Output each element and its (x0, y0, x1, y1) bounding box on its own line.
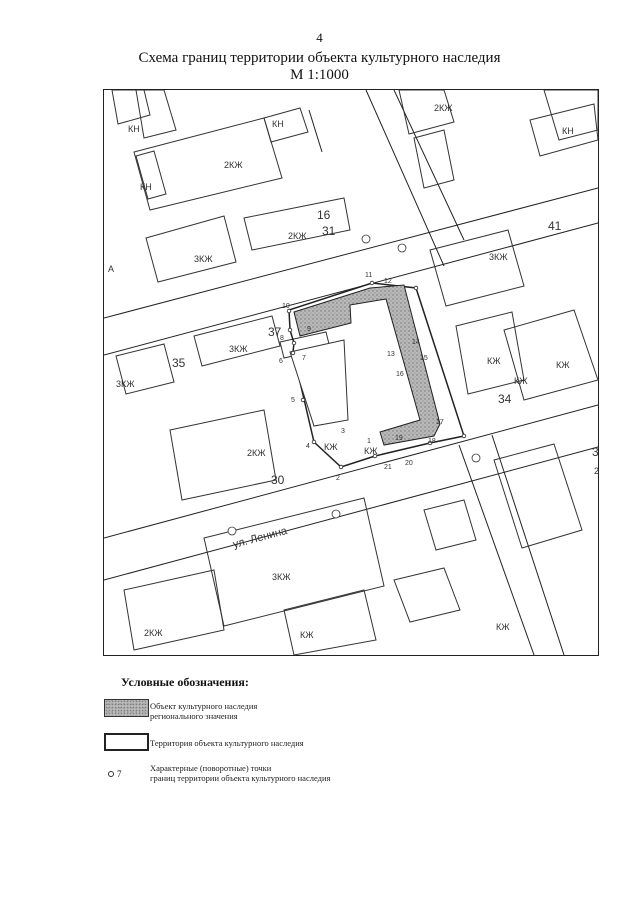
title-line-1: Схема границ территории объекта культурн… (138, 50, 501, 66)
svg-text:41: 41 (548, 219, 562, 233)
svg-text:3: 3 (592, 445, 598, 459)
svg-text:17: 17 (436, 419, 444, 426)
svg-text:5: 5 (291, 397, 295, 404)
title-scale: М 1:1000 (290, 67, 349, 83)
svg-text:3КЖ: 3КЖ (116, 379, 135, 389)
svg-text:3КЖ: 3КЖ (194, 254, 213, 264)
svg-text:КН: КН (272, 119, 284, 129)
road-signs (227, 234, 481, 536)
svg-text:2КЖ: 2КЖ (594, 466, 598, 476)
svg-text:7: 7 (302, 355, 306, 362)
svg-text:4: 4 (306, 443, 310, 450)
legend-item-heritage: Объект культурного наследия региональног… (150, 701, 258, 721)
svg-text:15: 15 (420, 355, 428, 362)
svg-text:2: 2 (336, 475, 340, 482)
svg-text:19: 19 (395, 435, 403, 442)
svg-text:35: 35 (172, 356, 186, 370)
building-3kzh-north (145, 215, 237, 283)
svg-text:11: 11 (365, 272, 372, 279)
heritage-territory-boundary (288, 282, 465, 468)
svg-text:10: 10 (282, 303, 290, 310)
legend-swatch-heritage (104, 699, 149, 717)
svg-text:А: А (108, 264, 114, 274)
legend-title: Условные обозначения: (121, 675, 249, 689)
svg-text:2КЖ: 2КЖ (434, 103, 453, 113)
svg-text:30: 30 (271, 473, 285, 487)
svg-text:13: 13 (387, 351, 395, 358)
svg-text:КЖ: КЖ (364, 446, 378, 456)
legend-point-symbol: 7 (108, 768, 130, 780)
svg-text:9: 9 (307, 326, 311, 333)
svg-text:2КЖ: 2КЖ (224, 160, 243, 170)
svg-text:3КЖ: 3КЖ (272, 572, 291, 582)
map-drawing: 1 2 3 4 5 6 7 8 9 10 11 12 13 14 15 16 1… (104, 90, 598, 655)
building-2kzh-south (169, 409, 277, 501)
svg-text:КН: КН (140, 182, 152, 192)
boundary-point-numbers: 1 2 3 4 5 6 7 8 9 10 11 12 13 14 15 16 1… (279, 272, 444, 482)
building-3kzh-south (203, 497, 385, 627)
svg-text:2КЖ: 2КЖ (288, 231, 307, 241)
building-2kzh-top (133, 117, 283, 211)
svg-text:18: 18 (428, 438, 436, 445)
svg-text:14: 14 (412, 339, 420, 346)
svg-text:КЖ: КЖ (324, 442, 338, 452)
svg-text:16: 16 (317, 208, 331, 222)
svg-text:8: 8 (280, 335, 284, 342)
svg-text:2КЖ: 2КЖ (144, 628, 163, 638)
legend-item-territory: Территория объекта культурного наследия (150, 738, 304, 748)
svg-text:37: 37 (268, 325, 282, 339)
buildings (111, 90, 598, 655)
svg-text:КЖ: КЖ (487, 356, 501, 366)
svg-text:20: 20 (405, 460, 413, 467)
street-lines (104, 90, 598, 655)
heritage-object (293, 284, 441, 446)
svg-text:КЖ: КЖ (514, 376, 528, 386)
svg-text:КЖ: КЖ (496, 622, 510, 632)
courtyard-building (289, 339, 349, 427)
point-dot-icon (108, 771, 114, 777)
svg-text:16: 16 (396, 371, 404, 378)
svg-text:1: 1 (367, 438, 371, 445)
svg-text:КН: КН (562, 126, 574, 136)
boundary-points (286, 280, 467, 470)
svg-text:31: 31 (322, 224, 336, 238)
legend-item-points: Характерные (поворотные) точки границ те… (150, 763, 331, 783)
house-numbers: 16 31 37 35 41 34 30 3 (172, 208, 598, 487)
svg-text:2КЖ: 2КЖ (247, 448, 266, 458)
svg-text:3: 3 (341, 428, 345, 435)
svg-text:КЖ: КЖ (300, 630, 314, 640)
svg-text:КЖ: КЖ (556, 360, 570, 370)
svg-text:3КЖ: 3КЖ (489, 252, 508, 262)
building-2kzh-east (429, 229, 525, 307)
svg-text:3КЖ: 3КЖ (229, 344, 248, 354)
svg-text:КН: КН (128, 124, 140, 134)
legend-swatch-territory (104, 733, 149, 751)
svg-text:21: 21 (384, 464, 392, 471)
page-title: Схема границ территории объекта культурн… (0, 50, 639, 84)
site-plan-map: 1 2 3 4 5 6 7 8 9 10 11 12 13 14 15 16 1… (103, 89, 599, 656)
building-codes: 2КЖ 2КЖ 2КЖ 3КЖ 3КЖ 3КЖ 2КЖ 3КЖ 2КЖ 3КЖ … (108, 103, 598, 640)
svg-text:34: 34 (498, 392, 512, 406)
svg-text:6: 6 (279, 358, 283, 365)
page-number: 4 (316, 30, 323, 45)
svg-text:12: 12 (384, 278, 392, 285)
